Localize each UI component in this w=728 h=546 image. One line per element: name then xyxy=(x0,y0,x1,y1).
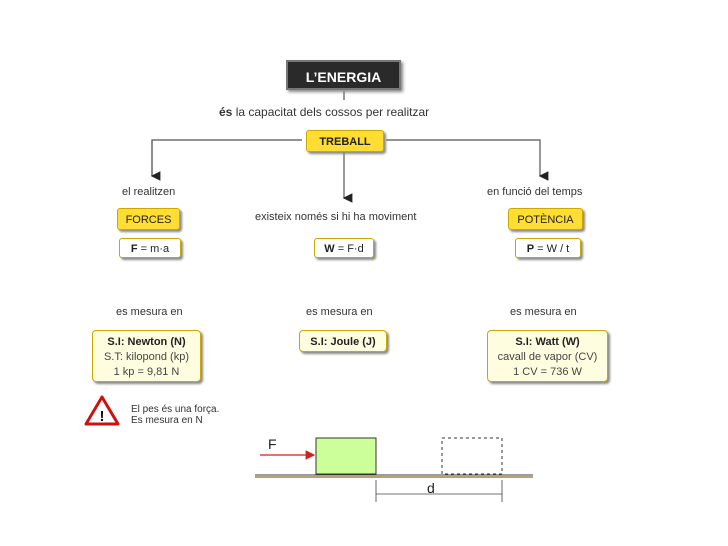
distance-label: d xyxy=(427,480,435,496)
force-unit-conversion: 1 kp = 9,81 N xyxy=(113,366,180,378)
warning-line-2: Es mesura en N xyxy=(131,415,203,426)
svg-text:!: ! xyxy=(100,408,105,425)
block-final xyxy=(441,437,503,475)
force-formula-box: F = m·a xyxy=(119,238,181,258)
definition-text: és la capacitat dels cossos per realitza… xyxy=(219,105,429,119)
force-label: F xyxy=(268,436,277,452)
power-formula-var: P xyxy=(526,243,535,255)
power-formula-rest: = W / t xyxy=(537,243,570,255)
force-unit-si: S.I: Newton (N) xyxy=(107,336,186,348)
power-unit-si: S.I: Watt (W) xyxy=(515,336,580,348)
force-formula-var: F xyxy=(130,243,138,255)
left-connector: el realitzen xyxy=(122,186,176,198)
work-formula-box: W = F·d xyxy=(314,238,374,258)
work-unit-si: S.I: Joule (J) xyxy=(310,336,376,348)
warning-text: El pes és una força. Es mesura en N xyxy=(131,404,219,426)
power-units-box: S.I: Watt (W) cavall de vapor (CV) 1 CV … xyxy=(487,330,608,382)
work-formula-var: W xyxy=(324,243,335,255)
forces-box: FORCES xyxy=(117,208,180,230)
force-unit-st: S.T: kilopond (kp) xyxy=(104,351,189,363)
potencia-box: POTÈNCIA xyxy=(508,208,583,230)
power-unit-cv: cavall de vapor (CV) xyxy=(497,351,598,363)
treball-box: TREBALL xyxy=(306,130,384,152)
work-illustration xyxy=(255,437,533,502)
definition-rest: la capacitat dels cossos per realitzar xyxy=(235,105,430,119)
warning-icon: ! xyxy=(84,395,120,426)
right-connector: en funció del temps xyxy=(487,186,583,198)
left-measure-label: es mesura en xyxy=(116,306,183,318)
right-measure-label: es mesura en xyxy=(510,306,577,318)
definition-bold: és xyxy=(219,105,233,119)
force-units-box: S.I: Newton (N) S.T: kilopond (kp) 1 kp … xyxy=(92,330,201,382)
center-connector: existeix només si hi ha moviment xyxy=(255,211,417,223)
warning-line-1: El pes és una força. xyxy=(131,404,220,415)
page-title: L’ENERGIA xyxy=(286,60,401,90)
work-formula-rest: = F·d xyxy=(337,243,364,255)
work-units-box: S.I: Joule (J) xyxy=(299,330,387,352)
block-initial xyxy=(315,437,377,475)
center-measure-label: es mesura en xyxy=(306,306,373,318)
power-unit-conversion: 1 CV = 736 W xyxy=(513,366,582,378)
power-formula-box: P = W / t xyxy=(515,238,581,258)
force-formula-rest: = m·a xyxy=(140,243,170,255)
